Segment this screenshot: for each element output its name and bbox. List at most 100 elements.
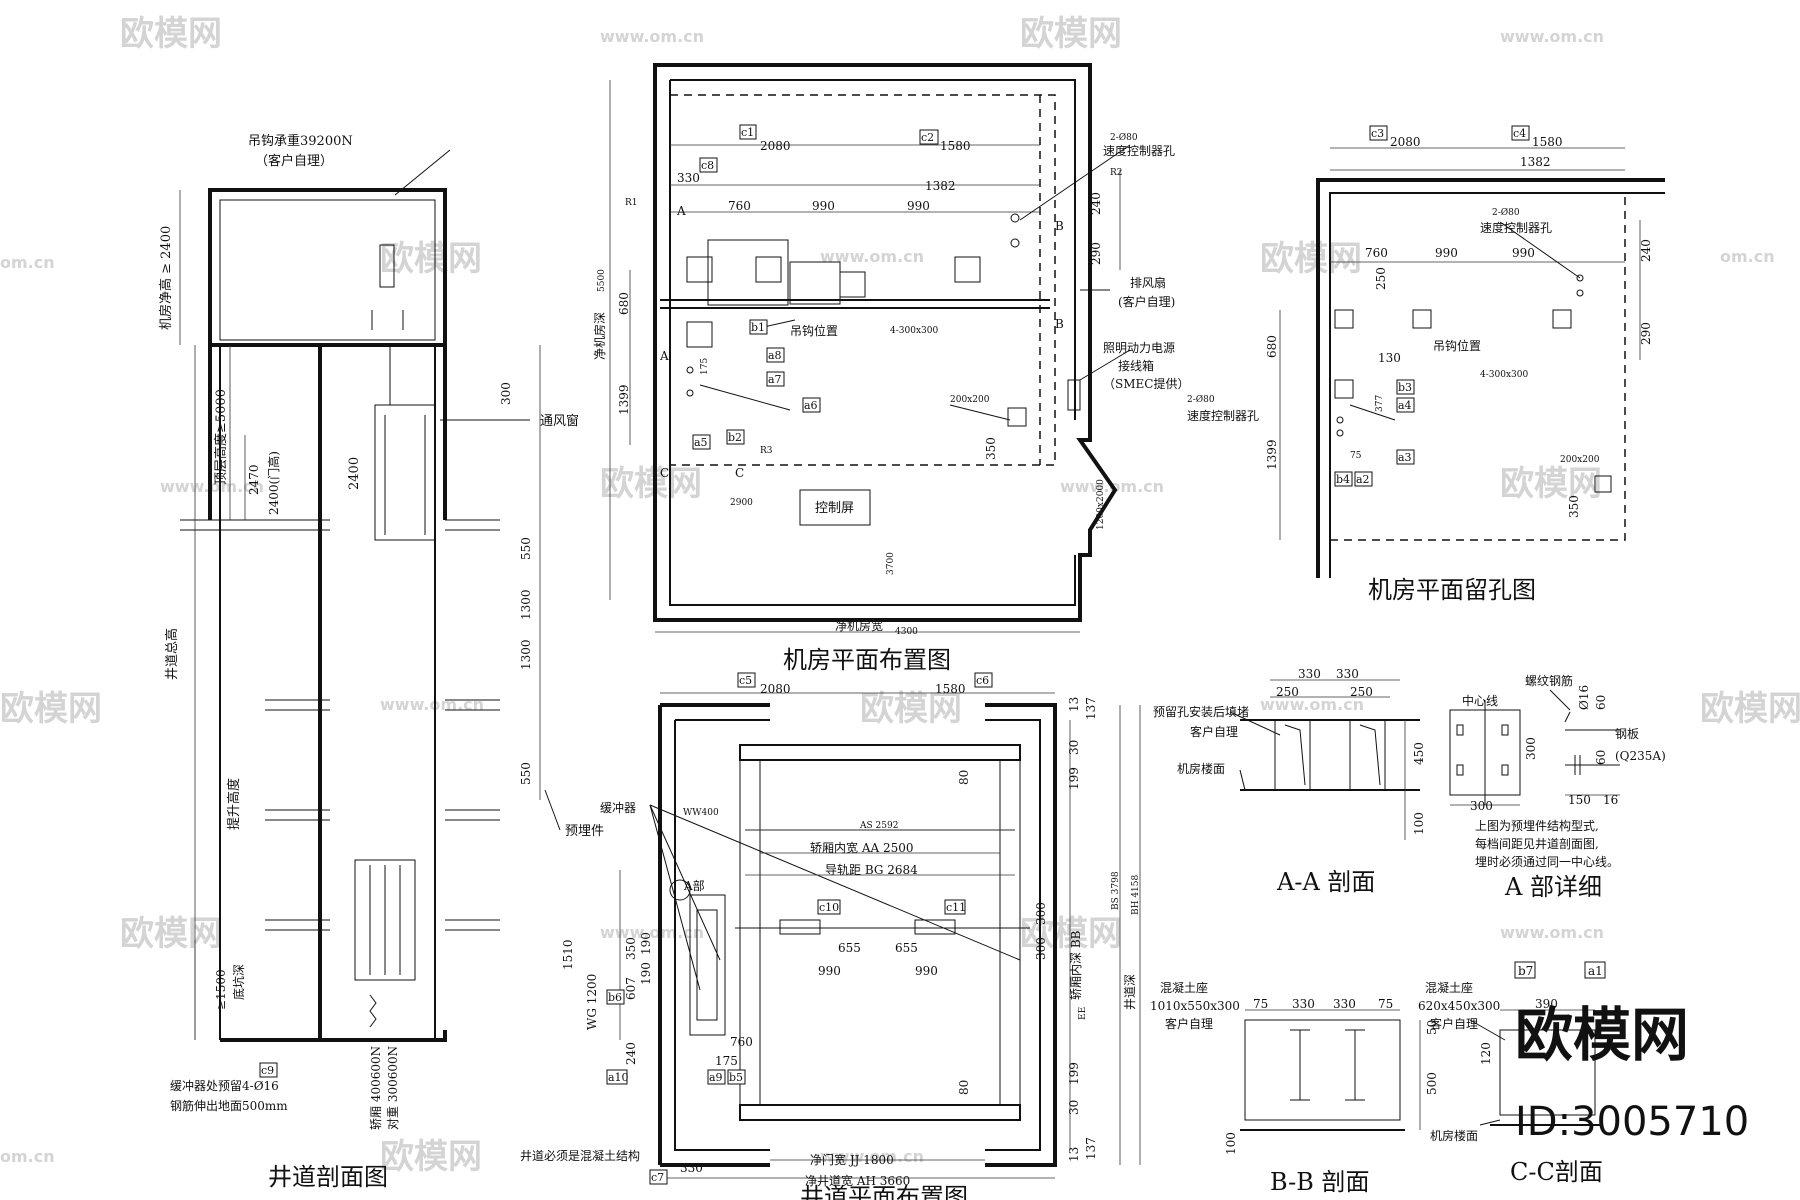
door-height-label: 2400(门高)	[266, 451, 281, 515]
dim-199-bottom: 199	[1067, 1062, 1081, 1085]
counterweight-width: WW400	[683, 808, 719, 818]
brand-id-text: ID:3005710	[1515, 1099, 1749, 1145]
label-b-side: B	[1055, 317, 1064, 331]
tag-c3: c3	[1371, 127, 1384, 140]
dim-655-a: 655	[838, 941, 861, 955]
hook-hole	[755, 256, 782, 283]
tag-c2: c2	[921, 131, 934, 144]
tag-c9: c9	[261, 1064, 274, 1077]
dim-377: 377	[1375, 395, 1385, 412]
watermark-text: 欧模网	[860, 689, 962, 729]
dim-290: 290	[1089, 242, 1103, 265]
watermark-url: www.om.cn	[1500, 27, 1604, 46]
dim-80-top: 80	[957, 770, 971, 785]
dim-330: 330	[677, 171, 700, 185]
dim-30-bottom: 30	[1067, 1100, 1081, 1115]
dim-655-b: 655	[895, 941, 918, 955]
elevator-car	[374, 404, 436, 541]
watermark-url: www.om.cn	[820, 247, 924, 266]
pit-depth-label: 底坑深	[231, 964, 246, 1000]
tag-a6: a6	[804, 399, 818, 412]
floor-label: 机房楼面	[1430, 1128, 1478, 1143]
tag-a2: a2	[1356, 473, 1370, 486]
tag-c1: c1	[741, 126, 754, 139]
watermark-url: www.om.cn	[160, 477, 264, 496]
watermark-text: 欧模网	[1260, 239, 1362, 279]
label-r1: R1	[625, 198, 638, 208]
speed-hole-label: 速度控制器孔	[1103, 143, 1175, 158]
speed-governor-hole	[1010, 213, 1020, 223]
bs-dim: BS 3798	[1111, 871, 1121, 910]
dim-300-a: 300	[1034, 902, 1048, 925]
traction-machine	[707, 239, 789, 306]
dim-190-b: 190	[639, 932, 653, 955]
dim-1300-b: 1300	[519, 639, 533, 670]
a-detail-title: A 部详细	[1504, 873, 1602, 901]
beam-label: 混凝土座	[1425, 980, 1473, 995]
watermark-text: 欧模网	[1700, 689, 1800, 729]
cc-section-view: b7 a1 混凝土座 620x450x300 客户自理 机房楼面 390 120…	[1418, 961, 1606, 1186]
concrete-base	[1499, 1029, 1596, 1116]
aa-section-title: A-A 剖面	[1276, 868, 1375, 896]
rebar-label: 螺纹钢筋	[1525, 673, 1573, 688]
vent-hole	[1007, 407, 1027, 427]
watermark-text: 欧模网	[1020, 14, 1122, 54]
dim-550-bottom: 550	[519, 762, 533, 785]
fill-note: 预留孔安装后填堵	[1153, 704, 1249, 719]
dim-1382: 1382	[925, 179, 956, 193]
dim-199-top: 199	[1067, 767, 1081, 790]
speed-hole-size-2: 2-Ø80	[1187, 394, 1215, 405]
dim-990-a: 990	[1435, 246, 1458, 260]
watermark-text: 欧模网	[380, 1137, 482, 1177]
dim-13-top: 13	[1067, 697, 1081, 712]
note-line-1: 上图为预埋件结构型式,	[1475, 818, 1599, 833]
bb-section-title: B-B 剖面	[1270, 1168, 1369, 1196]
dim-500: 500	[1425, 1072, 1439, 1095]
power-box-label: 照明动力电源	[1103, 341, 1175, 355]
fan-label: 排风扇	[1130, 275, 1166, 290]
beam-size: 1010x550x300	[1150, 999, 1240, 1013]
dim-1300-a: 1300	[519, 589, 533, 620]
dim-137-top: 137	[1084, 697, 1098, 720]
dim-300-side: 300	[1524, 737, 1538, 760]
buffer-spring-icon	[369, 994, 377, 1028]
dim-330-b: 330	[1336, 667, 1359, 681]
machine-room-holes-title: 机房平面留孔图	[1368, 576, 1536, 604]
watermarks: 欧模网 www.om.cn 欧模网 www.om.cn om.cn 欧模网 ww…	[0, 14, 1800, 1177]
room-height-label: 机房净高 ≥ 2400	[158, 226, 174, 330]
counterweight	[354, 859, 416, 981]
aa-section-view: 330 330 250 250 预留孔安装后填堵 客户自理 机房楼面 450 1…	[1153, 667, 1426, 896]
bb-section-view: 混凝土座 1010x550x300 客户自理 75 330 330 75 50 …	[1150, 980, 1439, 1196]
dim-250: 250	[1374, 267, 1388, 290]
dim-60-a: 60	[1594, 695, 1608, 710]
dim-550-top: 550	[519, 537, 533, 560]
dim-990-b: 990	[915, 964, 938, 978]
door-height-2470: 2470	[247, 464, 261, 495]
dim-760: 760	[1365, 246, 1388, 260]
dim-2900: 2900	[730, 498, 753, 508]
dim-250-b: 250	[1350, 685, 1373, 699]
dim-150: 150	[1568, 793, 1591, 807]
machine-room-inner	[219, 199, 436, 341]
control-cabinet-label: 控制屏	[815, 501, 854, 516]
dim-175: 175	[715, 1054, 738, 1068]
dim-c1-value: 2080	[760, 139, 791, 153]
dim-250-a: 250	[1276, 685, 1299, 699]
shaft-outline-dashed	[669, 94, 1056, 466]
speed-governor-hole	[1576, 289, 1584, 297]
hook-hole	[1552, 309, 1572, 329]
dim-680: 680	[1265, 335, 1279, 358]
hook-position-label: 吊钩位置	[1433, 338, 1481, 353]
label-c-right: C	[735, 466, 744, 480]
holes-wall	[1316, 178, 1665, 578]
machine-room-outline	[208, 188, 447, 347]
client-note: 客户自理	[1165, 1016, 1213, 1031]
speed-governor-hole	[1010, 238, 1020, 248]
dim-300-bottom: 300	[1470, 799, 1493, 813]
watermark-url: om.cn	[0, 1147, 55, 1166]
pit-depth-value: ≥1500	[214, 969, 228, 1010]
shaft-wall	[660, 703, 1057, 1167]
hook-hole	[686, 321, 713, 348]
fan-note: (客户自理)	[1118, 294, 1175, 309]
